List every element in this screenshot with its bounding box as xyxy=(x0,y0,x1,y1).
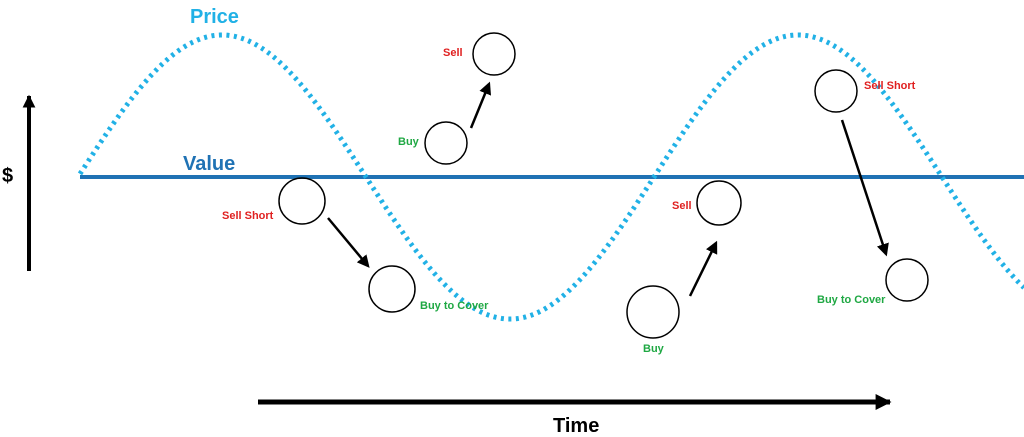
sell-short-label-1: Sell Short xyxy=(222,210,274,222)
buy-circle-1 xyxy=(424,121,468,165)
sell-circle-2 xyxy=(696,180,742,226)
buy-label-1: Buy xyxy=(398,136,420,148)
buy-circle-2 xyxy=(626,285,680,339)
arrow-buy-to-sell-2 xyxy=(688,240,718,297)
price-curve xyxy=(77,32,1024,322)
dollar-label: $ xyxy=(2,165,13,187)
buy-to-cover-circle-1 xyxy=(368,265,416,313)
arrow-short-to-cover-2 xyxy=(840,119,889,257)
price-label: Price xyxy=(190,6,239,28)
arrow-short-to-cover-1 xyxy=(327,217,370,268)
sell-short-label-2: Sell Short xyxy=(864,80,916,92)
time-label: Time xyxy=(553,415,599,437)
value-label: Value xyxy=(183,153,235,175)
sell-label-1: Sell xyxy=(443,47,463,59)
arrow-buy-to-sell-1 xyxy=(469,81,491,129)
sell-circle-1 xyxy=(472,32,516,76)
buy-to-cover-label-1: Buy to Cover xyxy=(420,300,489,312)
buy-to-cover-label-2: Buy to Cover xyxy=(817,294,886,306)
sell-label-2: Sell xyxy=(672,200,692,212)
sell-short-circle-1 xyxy=(278,177,326,225)
sell-short-circle-2 xyxy=(814,69,858,113)
buy-label-2: Buy xyxy=(643,343,665,355)
buy-to-cover-circle-2 xyxy=(885,258,929,302)
